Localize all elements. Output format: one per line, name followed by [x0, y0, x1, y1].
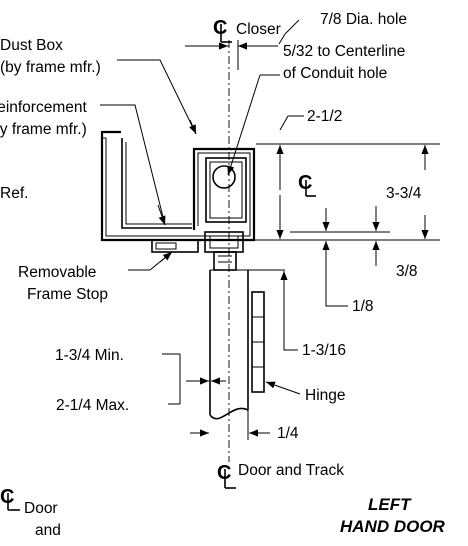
conduit-hole-label: of Conduit hole	[283, 65, 387, 82]
title-left: LEFT	[368, 495, 412, 514]
track-centerline-symbol: C	[298, 172, 316, 197]
dim-3-8: 3/8	[396, 263, 418, 280]
dust-box	[205, 157, 247, 223]
dim-1-3-16: 1-3/16	[302, 342, 346, 359]
dim-1-8: 1/8	[352, 298, 374, 315]
closer-label: Closer	[236, 21, 281, 38]
door-track-label: Door and Track	[238, 462, 344, 479]
hole-dia-label: 7/8 Dia. hole	[320, 11, 407, 28]
leader-lines	[100, 59, 197, 271]
door-label: Door	[24, 500, 58, 517]
frame-stop-label: Frame Stop	[27, 286, 108, 303]
centerline-offset-label: 5/32 to Centerline	[283, 43, 405, 60]
hinge	[251, 291, 265, 393]
reinforcement-plate	[121, 138, 192, 229]
conduit-hole	[212, 165, 236, 189]
door-track-centerline-symbol: C	[217, 462, 236, 489]
max-thickness-label: 2-1/4 Max.	[56, 397, 129, 414]
frame-profile	[100, 130, 256, 242]
overhead-track	[204, 231, 244, 271]
dim-3-3-4: 3-3/4	[386, 185, 422, 202]
dim-2-1-2: 2-1/2	[307, 108, 342, 125]
dust-box-label: Dust Box	[0, 37, 63, 54]
removable-label: Removable	[18, 264, 96, 281]
dim-1-4: 1/4	[277, 425, 299, 442]
dust-box-note: (by frame mfr.)	[0, 59, 101, 76]
ref-label: Ref.	[0, 185, 28, 202]
door-and-centerline-symbol: C	[0, 486, 20, 511]
reinforcement-note: (by frame mfr.)	[0, 121, 87, 138]
dimension-lines	[162, 19, 440, 440]
title-hand-door: HAND DOOR	[340, 517, 446, 536]
closer-centerline-symbol: C	[213, 17, 232, 43]
reinforcement-label: Reinforcement	[0, 99, 87, 116]
hinge-label: Hinge	[305, 387, 346, 404]
removable-frame-stop	[151, 239, 199, 253]
and-label: and	[35, 522, 61, 539]
min-thickness-label: 1-3/4 Min.	[55, 347, 124, 364]
